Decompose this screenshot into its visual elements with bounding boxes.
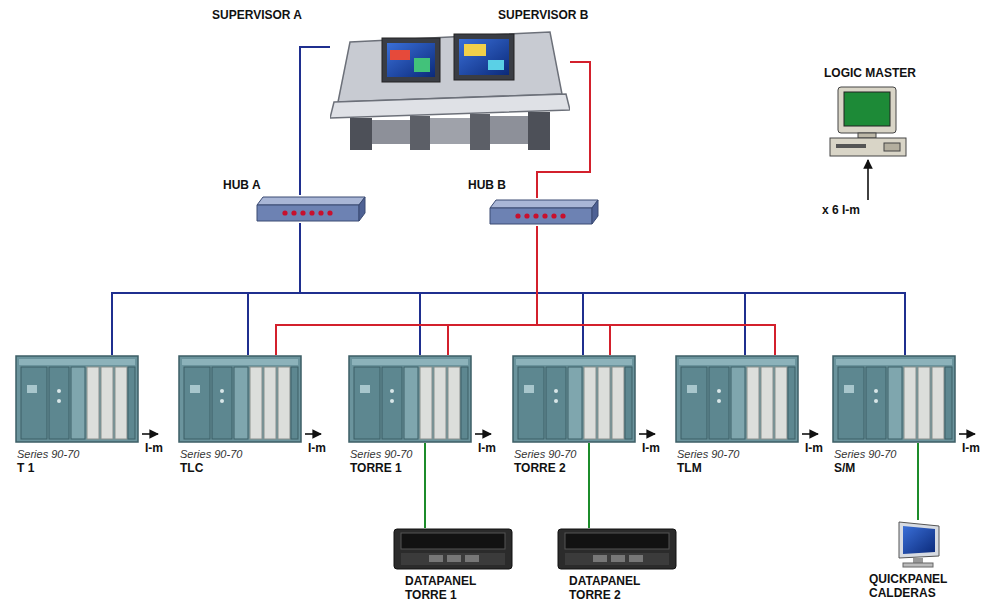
operator-monitor-art: [893, 520, 943, 568]
operator-monitor: QUICKPANEL CALDERAS: [893, 520, 943, 568]
plc-name: S/M: [834, 461, 855, 475]
plc-name: TORRE 1: [350, 461, 402, 475]
caption-holder: T 1: [17, 461, 34, 475]
network-cable: [300, 223, 905, 355]
io-label: I-m: [805, 441, 823, 455]
panel-label: DATAPANEL TORRE 1: [405, 574, 489, 602]
caption-holder: HUB B: [468, 178, 506, 192]
caption-holder: S/M: [834, 461, 855, 475]
hub-label: HUB B: [468, 178, 506, 192]
network-cable: [276, 226, 537, 355]
network-cable: [537, 226, 775, 355]
plc-rack-art: [675, 355, 799, 443]
network-cable: [917, 443, 919, 520]
network-cable: [300, 47, 330, 195]
network-hub-art: [488, 198, 600, 226]
io-label: I-m: [642, 441, 660, 455]
network-cable: [300, 223, 583, 355]
caption-holder: Series 90-70: [677, 447, 739, 461]
plc-rack: Series 90-70TLC: [178, 355, 302, 443]
caption-holder: HUB A: [223, 178, 261, 192]
label-holder: I-m: [805, 441, 823, 455]
operator-console-art: [330, 2, 570, 152]
caption-holder: TORRE 1: [350, 461, 402, 475]
network-cable: [300, 223, 420, 355]
plc-rack-art: [832, 355, 956, 443]
caption-holder: TLM: [677, 461, 702, 475]
plc-rack: Series 90-70TORRE 2: [512, 355, 636, 443]
plc-name: TLC: [180, 461, 203, 475]
operator-panel-art: [393, 528, 513, 570]
plc-name: TORRE 2: [514, 461, 566, 475]
network-cable: [448, 226, 537, 355]
network-cable: [248, 223, 300, 355]
plc-rack-art: [512, 355, 636, 443]
operator-panel: DATAPANEL TORRE 2: [557, 528, 677, 570]
caption-holder: DATAPANEL TORRE 2: [569, 574, 653, 602]
network-cable: [424, 443, 426, 528]
caption-holder: SUPERVISOR A: [212, 8, 302, 22]
panel-label: QUICKPANEL CALDERAS: [869, 572, 965, 600]
workstation: LOGIC MASTER: [828, 86, 908, 158]
series-label: Series 90-70: [677, 447, 739, 461]
operator-console: SUPERVISOR ASUPERVISOR B: [330, 2, 570, 152]
network-cable: [300, 223, 745, 355]
network-hub-art: [255, 195, 367, 223]
caption-holder: QUICKPANEL CALDERAS: [869, 572, 965, 600]
series-label: Series 90-70: [514, 447, 576, 461]
workstation-label: LOGIC MASTER: [824, 66, 916, 80]
plc-name: TLM: [677, 461, 702, 475]
plc-rack-art: [15, 355, 139, 443]
label-holder: I-m: [145, 441, 163, 455]
caption-holder: Series 90-70: [17, 447, 79, 461]
io-label: I-m: [145, 441, 163, 455]
io-label: I-m: [308, 441, 326, 455]
network-cable: [588, 443, 590, 528]
workstation-art: [828, 86, 908, 158]
caption-holder: DATAPANEL TORRE 1: [405, 574, 489, 602]
plc-rack-art: [178, 355, 302, 443]
network-hub: HUB A: [255, 195, 367, 223]
station-label: SUPERVISOR A: [212, 8, 302, 22]
label-holder: I-m: [962, 441, 980, 455]
operator-panel-art: [557, 528, 677, 570]
hub-label: HUB A: [223, 178, 261, 192]
caption-holder: Series 90-70: [834, 447, 896, 461]
plc-rack: Series 90-70TLM: [675, 355, 799, 443]
series-label: Series 90-70: [834, 447, 896, 461]
plc-rack: Series 90-70S/M: [832, 355, 956, 443]
label-holder: I-m: [478, 441, 496, 455]
label-holder: x 6 I-m: [822, 203, 860, 217]
label-holder: I-m: [642, 441, 660, 455]
network-cable: [112, 223, 300, 355]
panel-label: DATAPANEL TORRE 2: [569, 574, 653, 602]
plc-name: T 1: [17, 461, 34, 475]
caption-holder: Series 90-70: [514, 447, 576, 461]
operator-panel: DATAPANEL TORRE 1: [393, 528, 513, 570]
label-holder: I-m: [308, 441, 326, 455]
plc-rack: Series 90-70T 1: [15, 355, 139, 443]
network-hub: HUB B: [488, 198, 600, 226]
caption-holder: TORRE 2: [514, 461, 566, 475]
series-label: Series 90-70: [180, 447, 242, 461]
plc-rack-art: [348, 355, 472, 443]
caption-holder: Series 90-70: [180, 447, 242, 461]
io-label: I-m: [478, 441, 496, 455]
caption-holder: Series 90-70: [350, 447, 412, 461]
plc-rack: Series 90-70TORRE 1: [348, 355, 472, 443]
input-arrow: [867, 160, 869, 200]
caption-holder: SUPERVISOR B: [498, 8, 588, 22]
series-label: Series 90-70: [17, 447, 79, 461]
caption-holder: TLC: [180, 461, 203, 475]
station-label: SUPERVISOR B: [498, 8, 588, 22]
io-count-label: x 6 I-m: [822, 203, 860, 217]
io-label: I-m: [962, 441, 980, 455]
caption-holder: LOGIC MASTER: [824, 66, 916, 80]
network-cable: [537, 226, 610, 355]
series-label: Series 90-70: [350, 447, 412, 461]
